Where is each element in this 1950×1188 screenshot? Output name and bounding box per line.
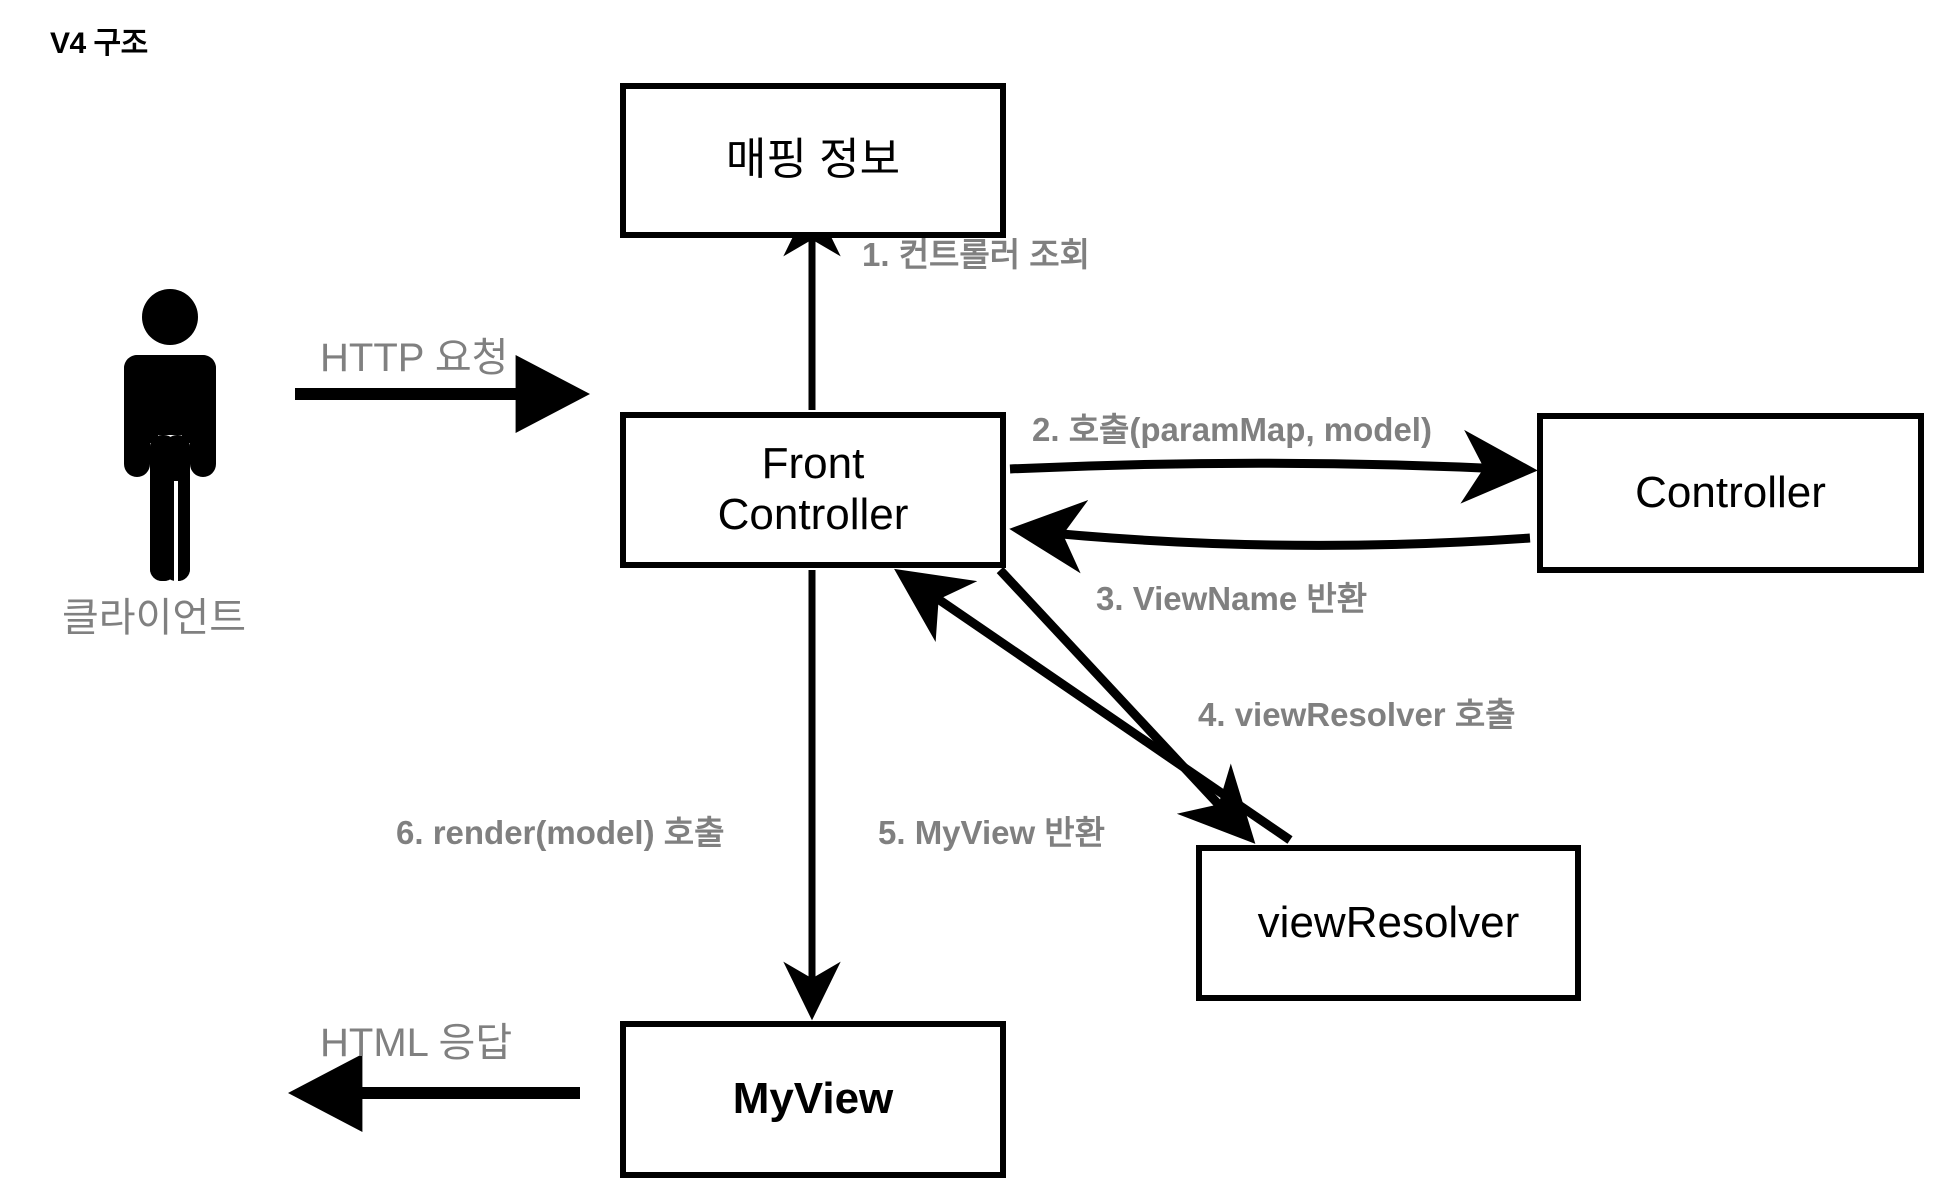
edge-label-step-6: 6. render(model) 호출: [396, 814, 725, 851]
node-my-view-label: MyView: [732, 1074, 894, 1124]
node-front-controller-label: Front Controller: [717, 439, 909, 539]
edge-label-html-response: HTML 응답: [320, 1021, 513, 1065]
edge-step-4: [996, 566, 1256, 844]
edge-label-step-2: 2. 호출(paramMap, model): [1032, 411, 1432, 448]
edge-step-3: [1009, 499, 1531, 574]
edge-label-http-request: HTTP 요청: [320, 336, 509, 380]
node-controller-label: Controller: [1635, 467, 1826, 517]
edge-step-2: [1009, 429, 1538, 504]
node-controller[interactable]: Controller: [1537, 413, 1924, 573]
edge-label-step-5: 5. MyView 반환: [878, 814, 1106, 851]
node-view-resolver-label: viewResolver: [1257, 897, 1520, 947]
node-front-controller[interactable]: Front Controller: [620, 412, 1006, 568]
edge-label-step-1: 1. 컨트롤러 조회: [862, 236, 1091, 273]
node-mapping-info[interactable]: 매핑 정보: [620, 83, 1006, 238]
node-view-resolver[interactable]: viewResolver: [1196, 845, 1581, 1001]
client-person-icon: [124, 289, 216, 581]
edge-label-step-4: 4. viewResolver 호출: [1198, 696, 1516, 733]
node-my-view[interactable]: MyView: [620, 1021, 1006, 1178]
client-caption: 클라이언트: [62, 596, 246, 640]
node-mapping-info-label: 매핑 정보: [725, 135, 901, 185]
edge-step-5: [894, 568, 1293, 844]
edge-label-step-3: 3. ViewName 반환: [1096, 580, 1368, 617]
page-title: V4 구조: [50, 27, 148, 60]
